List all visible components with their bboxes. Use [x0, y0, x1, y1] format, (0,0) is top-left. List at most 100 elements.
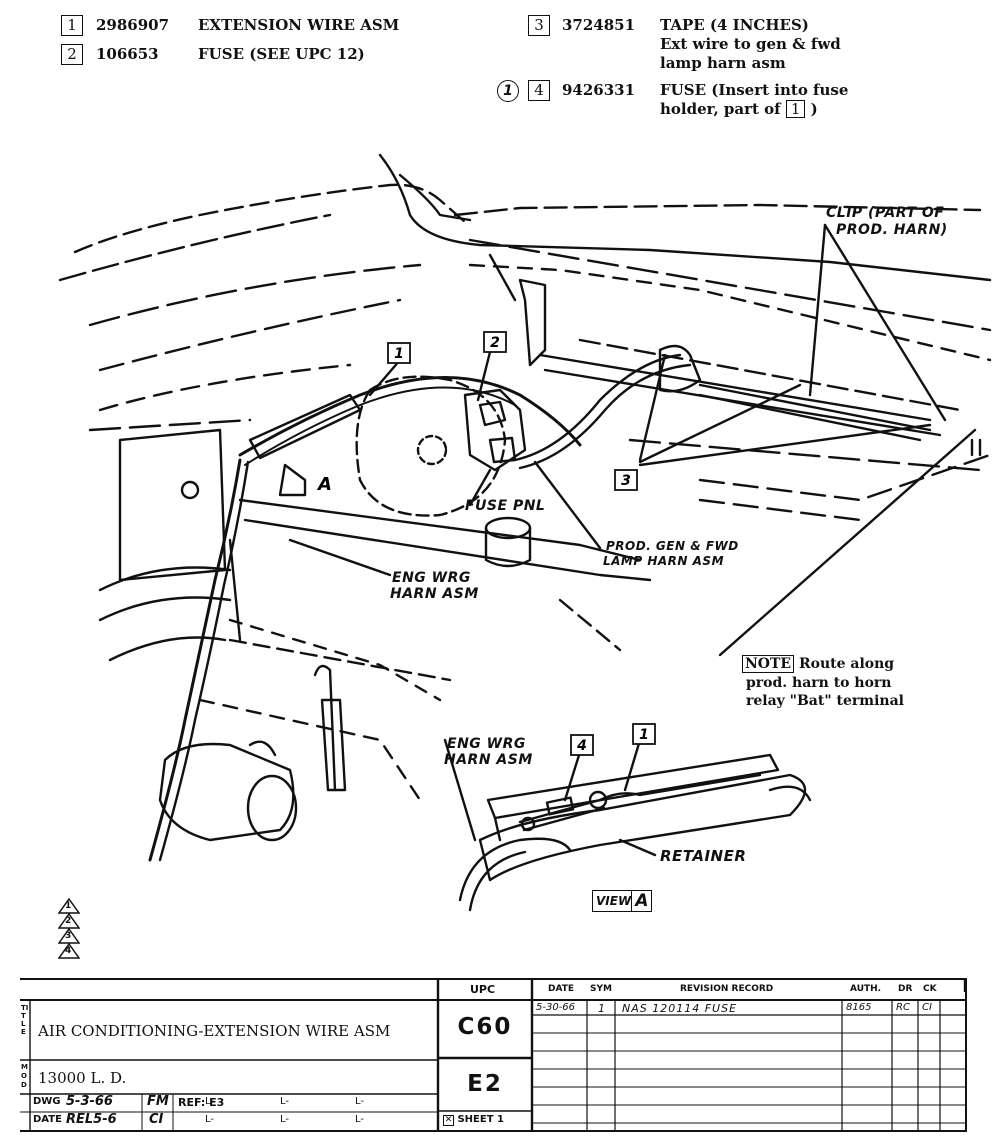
well-circle	[416, 434, 448, 466]
radiator-support	[243, 518, 652, 582]
revision-sym: 1	[598, 1002, 605, 1015]
retainer-label: RETAINER	[660, 847, 747, 865]
section-a-arrow	[278, 463, 307, 497]
firewall-line	[88, 418, 252, 432]
dipstick	[320, 698, 347, 792]
cowl-line	[453, 203, 982, 217]
leader-retainer	[618, 838, 657, 857]
engine-compartment-drawing: 1 2 3 4 1 A	[58, 153, 992, 912]
fender-line	[73, 183, 467, 254]
callout-1-text: 1	[394, 346, 404, 362]
revision-triangle-num: 2	[65, 916, 72, 926]
prod-gen-label-2: LAMP HARN ASM	[603, 554, 725, 568]
revision-ck: CI	[922, 1002, 932, 1013]
dwg-label: DWG	[33, 1096, 61, 1107]
part-number-box-3: 3	[528, 15, 550, 36]
fuse-element	[545, 796, 575, 816]
firewall-line	[98, 298, 402, 372]
leader-view-1	[623, 738, 642, 792]
part-desc-2: FUSE (SEE UPC 12)	[198, 45, 365, 63]
revision-triangle-num: 4	[65, 946, 72, 956]
revision-triangle: 3	[58, 928, 84, 944]
ref-label: REF: E3	[178, 1096, 225, 1109]
callout-1-view: 1	[632, 723, 656, 745]
drawing-title: AIR CONDITIONING-EXTENSION WIRE ASM	[38, 1022, 391, 1040]
fender-dashed	[228, 618, 442, 702]
part-number-box-1: 1	[61, 15, 83, 36]
revision-record: NAS 120114 FUSE	[622, 1002, 738, 1015]
leader-clip-a	[808, 223, 827, 397]
l-mark: L-	[280, 1114, 290, 1125]
part-number-box-4: 4	[528, 80, 550, 101]
part-no-4: 9426331	[562, 81, 636, 99]
part-no-2: 106653	[96, 45, 159, 63]
fender-dashed	[198, 698, 422, 802]
clip-body	[658, 344, 702, 393]
part-desc-3-line3: lamp harn asm	[660, 54, 786, 72]
date-label: DATE	[33, 1114, 62, 1125]
bracket	[488, 253, 517, 302]
part-desc-4-text: holder, part of	[660, 100, 781, 118]
radiator-support	[98, 566, 232, 592]
relay-rail	[538, 353, 932, 422]
sheet-text: SHEET 1	[457, 1114, 504, 1125]
l-mark: L-	[280, 1096, 290, 1107]
revision-auth: 8165	[846, 1002, 872, 1013]
rev-header-date: DATE	[548, 984, 575, 994]
wire-to-generator	[158, 460, 250, 862]
part-desc-4-line1: FUSE (Insert into fuse	[660, 81, 849, 99]
part-desc-1: EXTENSION WIRE ASM	[198, 16, 400, 34]
mod-side-label: MOD	[21, 1063, 28, 1089]
rev-header-dr: DR	[898, 984, 913, 994]
prod-gen-label-1: PROD. GEN & FWD	[606, 539, 739, 553]
retainer-plate	[486, 753, 780, 820]
rev-header-sym: SYM	[590, 984, 612, 994]
hood-edge	[378, 153, 992, 282]
relay-rail	[578, 338, 962, 412]
revision-circle-1: 1	[497, 80, 519, 102]
leader-3b	[638, 383, 802, 464]
fuse-holder	[598, 773, 762, 802]
fender-dashed	[698, 498, 862, 522]
cowl-line	[468, 263, 992, 362]
fender-dashed	[628, 438, 982, 472]
fuse-panel-label: FUSE PNL	[465, 498, 546, 514]
view-label-letter: A	[631, 891, 651, 911]
note-line-3: relay "Bat" terminal	[746, 693, 904, 709]
harness-loop	[468, 850, 527, 912]
note-line-2: prod. harn to horn	[746, 675, 892, 691]
bolt	[180, 480, 200, 500]
leader-eng-wrg	[288, 538, 392, 577]
radiator-support	[238, 498, 642, 562]
leader-view-eng-wrg	[443, 738, 477, 842]
view-eng-wrg-label-1: ENG WRG	[447, 736, 526, 752]
revision-triangle-num: 3	[65, 931, 72, 941]
harness-loop	[458, 837, 572, 902]
upc-header: UPC	[470, 983, 496, 996]
note-text-1: Route along	[798, 656, 895, 672]
callout-4-text: 4	[576, 738, 587, 754]
leader-3a	[638, 353, 667, 462]
radiator-support	[118, 428, 227, 582]
note-tag: NOTE	[742, 655, 795, 673]
leader-note	[718, 428, 977, 657]
part-desc-4-line2: holder, part of 1 )	[660, 100, 818, 119]
callout-2-text: 2	[490, 335, 500, 351]
wire-end	[520, 816, 536, 832]
revision-triangle: 2	[58, 913, 84, 929]
view-label-text: VIEW	[596, 894, 632, 908]
callout-3-text: 3	[621, 473, 631, 489]
revision-triangles: 1 2 3 4	[58, 898, 84, 959]
edge-mark	[970, 438, 982, 457]
leader-prod-gen	[533, 460, 602, 550]
firewall-line	[98, 363, 352, 412]
fuse-holder	[522, 806, 606, 832]
sheet-x-icon: ✕	[443, 1115, 454, 1126]
part-number-box-2: 2	[61, 44, 83, 65]
retainer-body	[478, 773, 807, 882]
generator-terminal	[248, 740, 277, 757]
hood-edge	[398, 173, 472, 222]
retainer-plate	[493, 816, 502, 842]
revision-triangle: 1	[58, 898, 84, 914]
